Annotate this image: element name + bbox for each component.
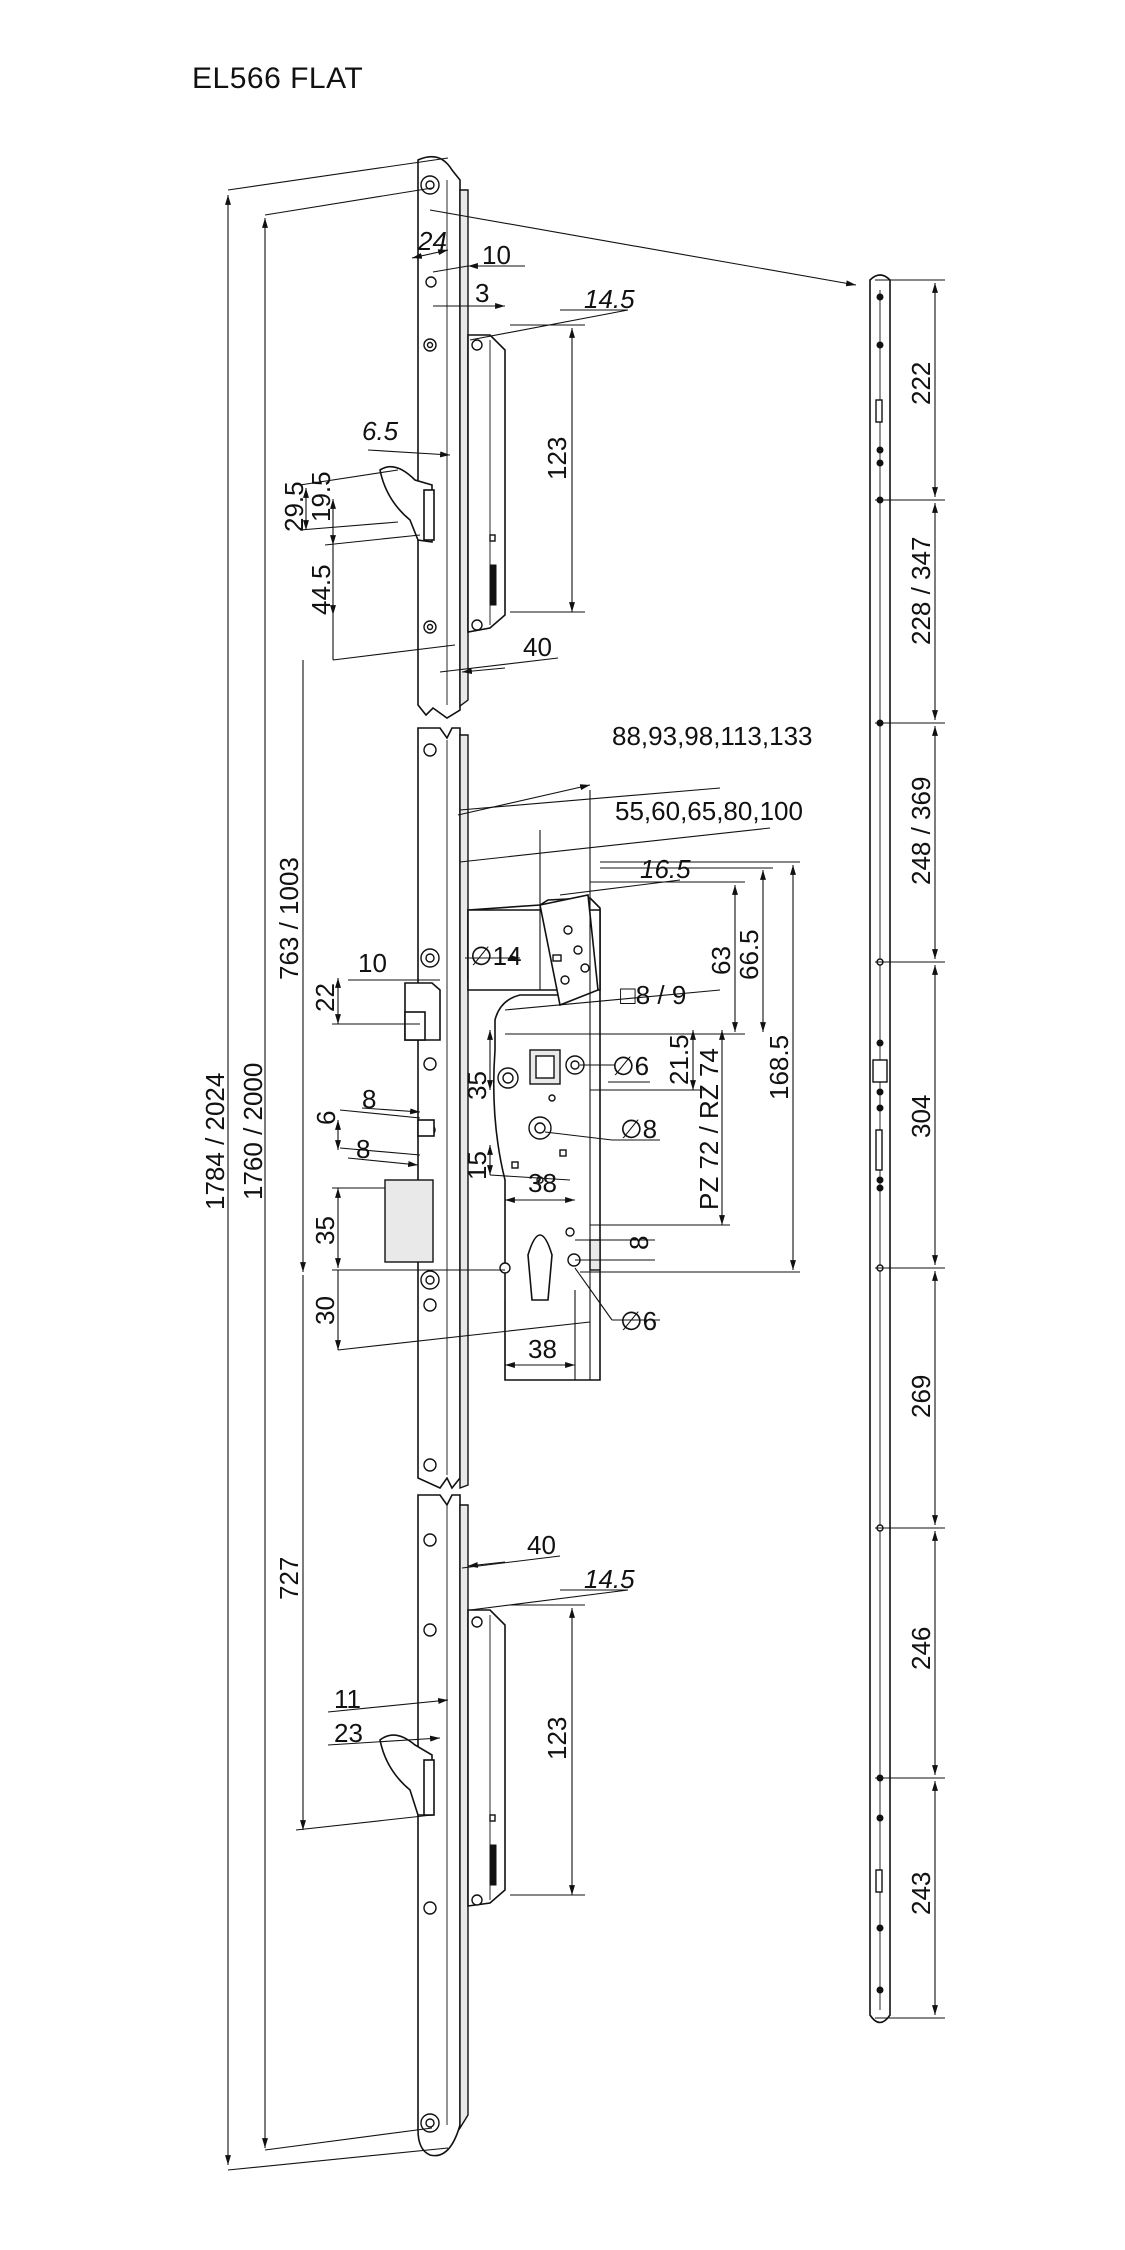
svg-text:30: 30 xyxy=(310,1296,340,1325)
svg-text:248 / 369: 248 / 369 xyxy=(906,777,936,885)
bottom-faceplate xyxy=(417,1494,461,2157)
strike-faceplate: 222 228 / 347 248 / 369 304 269 246 243 xyxy=(869,274,945,2024)
top-hook xyxy=(379,465,433,543)
svg-text:□8 / 9: □8 / 9 xyxy=(620,980,686,1010)
svg-text:40: 40 xyxy=(523,632,552,662)
svg-text:63: 63 xyxy=(706,946,736,975)
svg-text:228 / 347: 228 / 347 xyxy=(906,537,936,645)
svg-text:29.5: 29.5 xyxy=(279,481,309,532)
svg-text:14.5: 14.5 xyxy=(584,284,635,314)
svg-text:44.5: 44.5 xyxy=(306,564,336,615)
svg-text:1760 / 2000: 1760 / 2000 xyxy=(238,1063,268,1200)
svg-text:19.5: 19.5 xyxy=(306,471,336,522)
svg-text:123: 123 xyxy=(542,1717,572,1760)
svg-text:222: 222 xyxy=(906,362,936,405)
svg-text:24: 24 xyxy=(417,226,447,256)
svg-text:15: 15 xyxy=(462,1151,492,1180)
bottom-hook-case xyxy=(467,1609,506,1907)
svg-text:∅6: ∅6 xyxy=(620,1306,657,1336)
page-title: EL566 FLAT xyxy=(192,62,364,95)
svg-text:38: 38 xyxy=(528,1334,557,1364)
dead-bolt-small xyxy=(417,1119,435,1137)
svg-text:10: 10 xyxy=(482,240,511,270)
svg-text:8: 8 xyxy=(624,1236,654,1250)
overall-dimensions: 1784 / 2024 1760 / 2000 763 / 1003 xyxy=(200,157,857,2171)
svg-text:35: 35 xyxy=(310,1216,340,1245)
svg-text:23: 23 xyxy=(334,1718,363,1748)
svg-text:3: 3 xyxy=(475,278,489,308)
gear-plate xyxy=(539,894,599,1007)
top-faceplate xyxy=(417,155,461,719)
svg-text:88,93,98,113,133: 88,93,98,113,133 xyxy=(612,721,812,751)
svg-text:∅6: ∅6 xyxy=(612,1051,649,1081)
svg-text:PZ 72 / RZ 74: PZ 72 / RZ 74 xyxy=(694,1048,724,1210)
svg-text:10: 10 xyxy=(358,948,387,978)
deadbolt xyxy=(384,1179,434,1263)
svg-text:16.5: 16.5 xyxy=(640,854,691,884)
svg-text:6.5: 6.5 xyxy=(362,416,399,446)
svg-text:727: 727 xyxy=(274,1557,304,1600)
svg-text:304: 304 xyxy=(906,1095,936,1138)
svg-text:8: 8 xyxy=(362,1084,376,1114)
main-lock-body-section: 88,93,98,113,133 55,60,65,80,100 16.5 ∅1… xyxy=(310,721,812,1490)
svg-text:40: 40 xyxy=(527,1530,556,1560)
svg-text:∅8: ∅8 xyxy=(620,1114,657,1144)
svg-text:55,60,65,80,100: 55,60,65,80,100 xyxy=(615,796,803,826)
svg-text:21.5: 21.5 xyxy=(664,1034,694,1085)
svg-text:123: 123 xyxy=(542,437,572,480)
svg-text:246: 246 xyxy=(906,1627,936,1670)
svg-text:38: 38 xyxy=(528,1168,557,1198)
svg-text:763 / 1003: 763 / 1003 xyxy=(274,857,304,980)
svg-text:22: 22 xyxy=(310,983,340,1012)
bottom-hook xyxy=(379,1734,433,1816)
svg-text:14.5: 14.5 xyxy=(584,1564,635,1594)
svg-text:8: 8 xyxy=(356,1134,370,1164)
svg-text:243: 243 xyxy=(906,1872,936,1915)
svg-text:168.5: 168.5 xyxy=(764,1035,794,1100)
svg-text:11: 11 xyxy=(334,1684,361,1714)
svg-text:6: 6 xyxy=(311,1111,341,1125)
top-hook-case xyxy=(467,334,506,633)
svg-text:269: 269 xyxy=(906,1375,936,1418)
svg-text:∅14: ∅14 xyxy=(470,941,522,971)
cylinder-cutout xyxy=(527,1234,553,1301)
svg-text:66.5: 66.5 xyxy=(734,929,764,980)
bottom-lock-section: 40 14.5 123 11 23 727 xyxy=(274,1275,635,2157)
svg-text:35: 35 xyxy=(462,1071,492,1100)
main-faceplate xyxy=(417,727,461,1490)
svg-text:1784 / 2024: 1784 / 2024 xyxy=(200,1073,230,1210)
top-lock-section: 24 10 3 14.5 123 6.5 29.5 19.5 44.5 xyxy=(279,155,635,719)
